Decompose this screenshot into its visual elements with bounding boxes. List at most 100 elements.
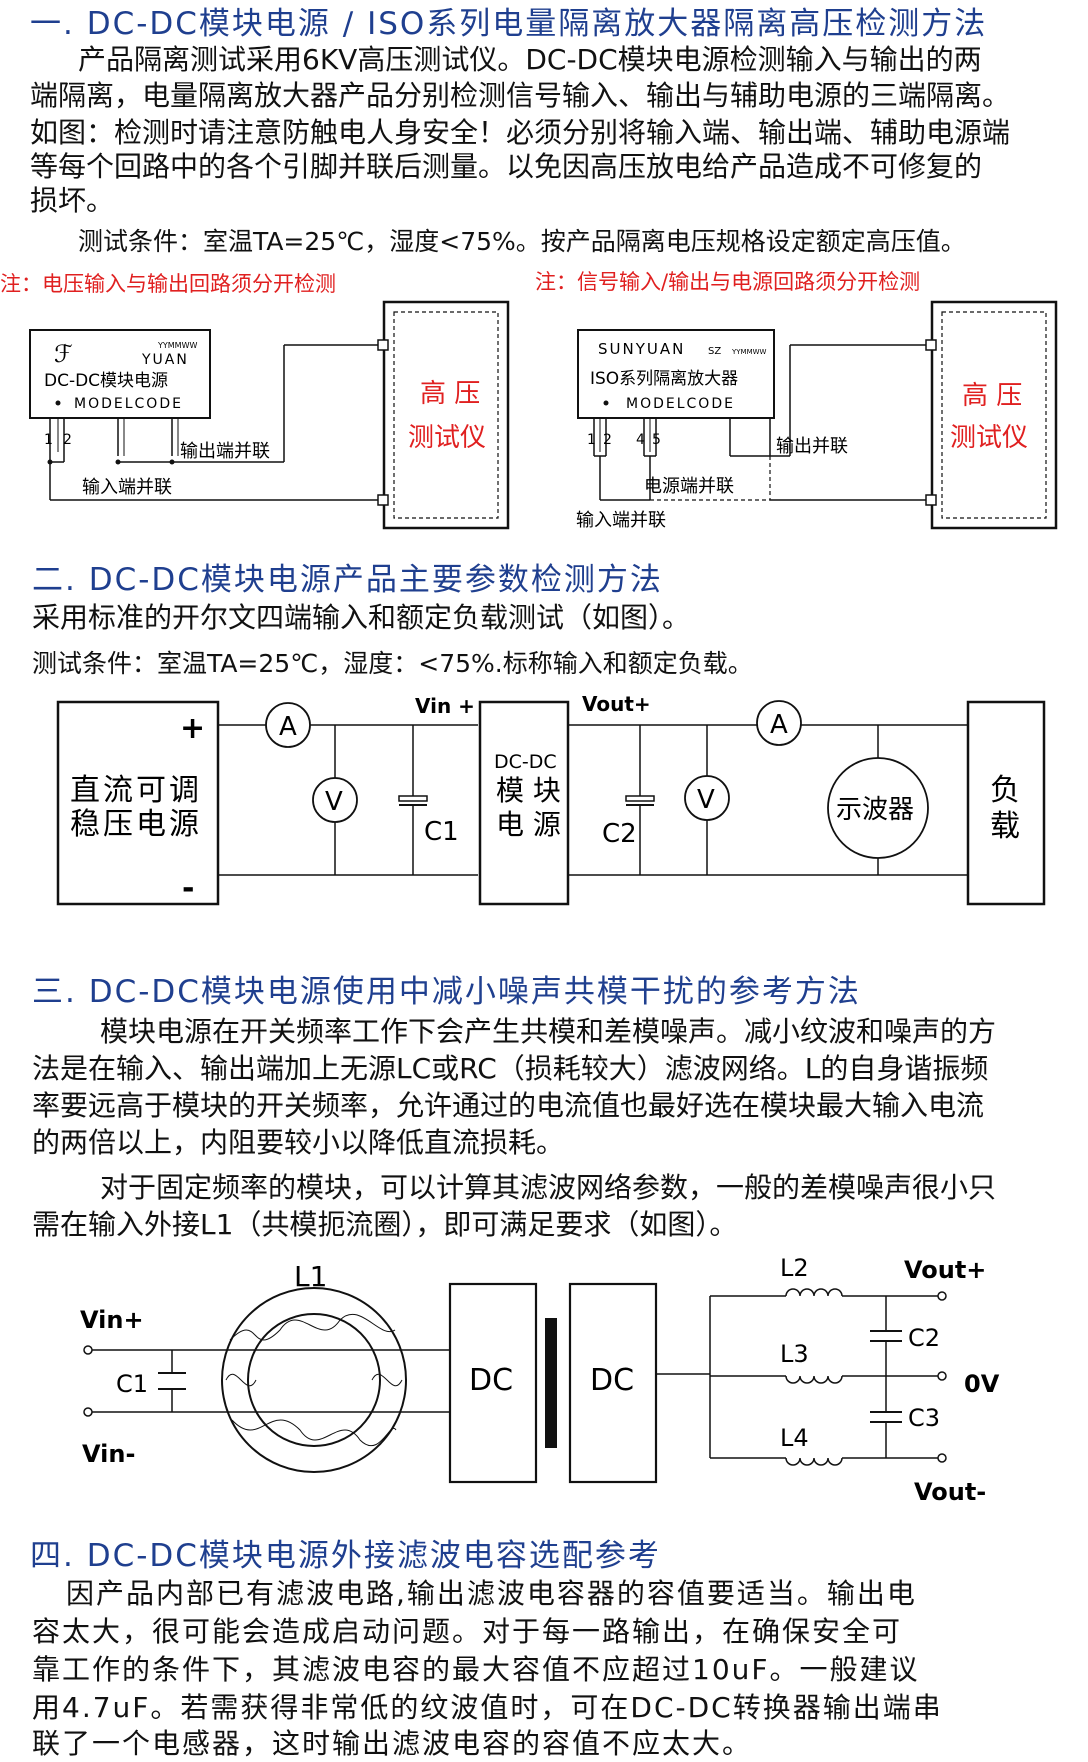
dcdc-line1: DC-DC — [494, 751, 557, 773]
dc-left-label: DC — [469, 1363, 513, 1398]
right-tester-line2: 测试仪 — [950, 423, 1028, 453]
vout-plus-label: Vout+ — [904, 1256, 986, 1284]
right-pin-2: 2 — [603, 432, 612, 448]
dc-power-source — [56, 700, 220, 906]
s1-paragraph-line: 端隔离，电量隔离放大器产品分别检测信号输入、输出与辅助电源的三端隔离。 — [30, 79, 1011, 112]
c1-label: C1 — [424, 817, 459, 847]
scope-label: 示波器 — [836, 795, 914, 825]
right-power-label: 电源端并联 — [644, 476, 734, 497]
right-pin-4: 4 — [636, 432, 645, 448]
section-2-title: 二. DC-DC模块电源产品主要参数检测方法 — [32, 562, 663, 598]
pin1-dot — [55, 400, 61, 406]
common-mode-choke-icon — [221, 1287, 407, 1473]
zero-v-label: 0V — [964, 1370, 1000, 1398]
vin-minus-label: Vin- — [82, 1440, 135, 1468]
s2-test-condition: 测试条件：室温TA=25℃，湿度：<75%.标称输入和额定负载。 — [32, 649, 753, 678]
left-pin-2: 2 — [63, 432, 72, 448]
l3-label: L3 — [780, 1340, 809, 1368]
dc-block-left — [448, 1282, 538, 1484]
left-logo-text: YUAN — [141, 352, 189, 368]
left-isolation-diagram: ℱ YYMMWW YUAN DC-DC模块电源 MODELCODE 1 2 输出… — [29, 300, 510, 530]
l2-label: L2 — [780, 1254, 809, 1282]
noise-c1-label: C1 — [116, 1370, 148, 1398]
oscilloscope-icon — [827, 757, 929, 859]
left-note: 注：电压输入与输出回路须分开检测 — [0, 272, 336, 296]
s4-paragraph-line: 用4.7uF。若需获得非常低的纹波值时，可在DC-DC转换器输出端串 — [32, 1691, 943, 1724]
section-3-title: 三. DC-DC模块电源使用中减小噪声共模干扰的参考方法 — [32, 974, 861, 1010]
right-tester-line1: 高 压 — [962, 381, 1022, 411]
s4-paragraph-line: 因产品内部已有滤波电路,输出滤波电容器的容值要适当。输出电 — [66, 1577, 917, 1610]
transformer-core-icon — [545, 1318, 557, 1448]
right-output-label: 输出并联 — [776, 436, 848, 457]
s3-paragraph-line: 需在输入外接L1（共模扼流圈），即可满足要求（如图）。 — [32, 1208, 738, 1241]
left-model: MODELCODE — [74, 396, 183, 412]
right-pin-5: 5 — [652, 432, 661, 448]
parameter-test-diagram: + - 直流可调 稳压电源 A V C1 Vin + DC-DC 模 块 电 源… — [56, 692, 1046, 906]
capacitor-c1-icon — [398, 795, 428, 802]
load-line2: 载 — [990, 809, 1020, 844]
noise-filter-diagram: L1 Vin+ Vin- C1 DC DC L2 — [80, 1254, 1000, 1506]
s1-paragraph-line: 损坏。 — [30, 184, 115, 217]
right-isolation-diagram: SUNYUAN SZ YYMMWW ISO系列隔离放大器 MODELCODE 1… — [576, 300, 1058, 531]
right-sz: SZ — [708, 346, 721, 357]
left-pin-1: 1 — [44, 432, 53, 448]
s3-paragraph-line: 的两倍以上，内阻要较小以降低直流损耗。 — [32, 1126, 565, 1159]
left-tester-line1: 高 压 — [420, 379, 480, 409]
vout-minus-label: Vout- — [914, 1478, 986, 1506]
vin-label: Vin + — [415, 694, 475, 718]
right-note: 注：信号输入/输出与电源回路须分开检测 — [535, 270, 921, 294]
dcdc-module — [478, 700, 570, 906]
source-line1: 直流可调 — [70, 773, 202, 808]
hv-tester-box-right — [930, 300, 1058, 530]
dc-right-label: DC — [590, 1363, 634, 1398]
left-input-label: 输入端并联 — [82, 477, 172, 498]
hv-tester-box — [382, 300, 510, 530]
s2-paragraph: 采用标准的开尔文四端输入和额定负载测试（如图）。 — [32, 601, 691, 634]
left-product: DC-DC模块电源 — [44, 371, 168, 391]
source-line2: 稳压电源 — [70, 807, 202, 842]
s3-paragraph-line: 率要远高于模块的开关频率，允许通过的电流值也最好选在模块最大输入电流 — [32, 1089, 985, 1122]
yuan-logo-icon: ℱ — [54, 340, 73, 368]
s4-paragraph-line: 容太大，很可能会造成启动问题。对于每一路输出，在确保安全可 — [32, 1615, 903, 1648]
section-4-title: 四. DC-DC模块电源外接滤波电容选配参考 — [30, 1538, 661, 1574]
iso-amplifier-box — [577, 329, 775, 419]
right-ymd: YYMMWW — [731, 348, 767, 356]
inductor-l2-icon — [785, 1288, 843, 1297]
c2-label: C2 — [602, 819, 637, 849]
s1-paragraph-line: 如图：检测时请注意防触电人身安全！必须分别将输入端、输出端、辅助电源端 — [30, 116, 1011, 149]
voltmeter-2-label: V — [697, 785, 715, 815]
voltmeter-icon — [312, 777, 358, 823]
ammeter-2-label: A — [770, 710, 788, 740]
source-plus: + — [180, 711, 205, 746]
section-1-title: 一. DC-DC模块电源 / ISO系列电量隔离放大器隔离高压检测方法 — [30, 6, 988, 42]
left-ymd: YYMMWW — [157, 341, 197, 350]
right-input-label: 输入端并联 — [576, 510, 666, 531]
vout-label: Vout+ — [582, 692, 651, 716]
s3-paragraph-line: 对于固定频率的模块，可以计算其滤波网络参数，一般的差模噪声很小只 — [100, 1171, 997, 1204]
source-minus: - — [182, 871, 194, 906]
load-box — [966, 700, 1046, 906]
c2-noise-label: C2 — [908, 1324, 940, 1352]
voltmeter-1-label: V — [325, 787, 343, 817]
s1-paragraph-line: 产品隔离测试采用6KV高压测试仪。DC-DC模块电源检测输入与输出的两 — [78, 43, 982, 76]
capacitor-c2-icon — [625, 795, 655, 802]
l4-label: L4 — [780, 1424, 809, 1452]
s3-paragraph-line: 法是在输入、输出端加上无源LC或RC（损耗较大）滤波网络。L的自身谐振频 — [32, 1052, 989, 1085]
left-output-label: 输出端并联 — [180, 441, 270, 462]
ammeter-icon — [756, 700, 802, 746]
inductor-l3-icon — [785, 1375, 843, 1384]
ammeter-icon — [265, 702, 311, 748]
c3-noise-label: C3 — [908, 1404, 940, 1432]
right-product: ISO系列隔离放大器 — [590, 369, 738, 389]
right-brand: SUNYUAN — [598, 340, 685, 358]
s4-paragraph-line: 联了一个电感器，这时输出滤波电容的容值不应太大。 — [32, 1727, 753, 1760]
right-model: MODELCODE — [626, 396, 735, 412]
s1-test-condition: 测试条件：室温TA=25℃，湿度<75%。按产品隔离电压规格设定额定高压值。 — [78, 227, 966, 256]
left-tester-line2: 测试仪 — [408, 423, 486, 453]
s4-paragraph-line: 靠工作的条件下，其滤波电容的最大容值不应超过10uF。一般建议 — [32, 1653, 920, 1686]
load-line1: 负 — [990, 773, 1020, 808]
dcdc-line2: 模 块 — [496, 774, 561, 807]
right-pin-1: 1 — [587, 432, 596, 448]
dc-block-right — [568, 1282, 658, 1484]
